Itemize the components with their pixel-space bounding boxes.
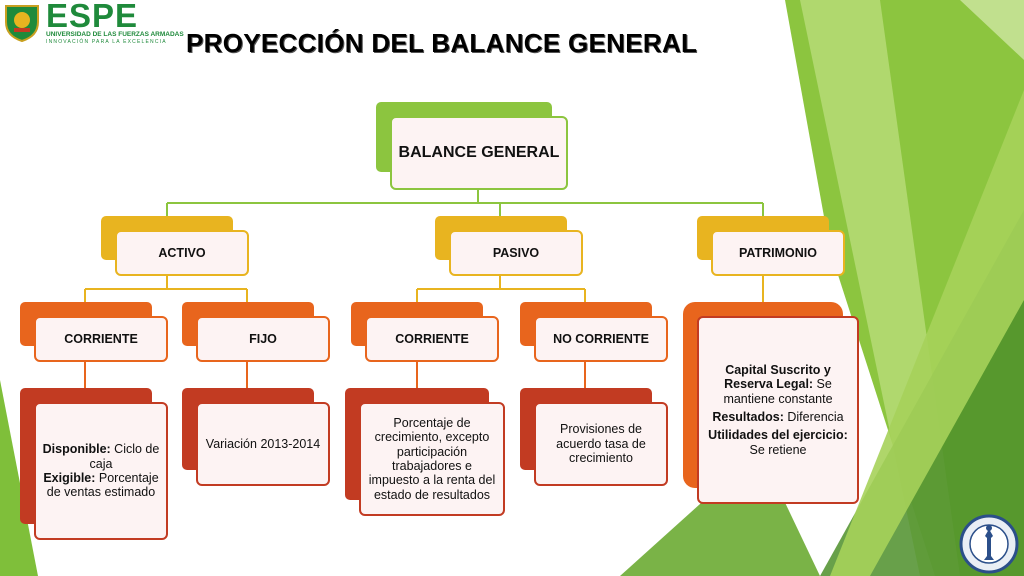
patrimonio-detail: Capital Suscrito y Reserva Legal: Se man…: [697, 316, 859, 504]
exigible-label: Exigible:: [43, 471, 96, 485]
activo-node: ACTIVO: [115, 230, 249, 276]
security-badge-logo: [959, 514, 1019, 574]
balance-general-node: BALANCE GENERAL: [390, 116, 568, 190]
utilidades-text: Se retiene: [749, 442, 807, 457]
activo-fijo-detail: Variación 2013-2014: [196, 402, 330, 486]
patrimonio-detail-text: Capital Suscrito y Reserva Legal: Se man…: [705, 363, 851, 457]
exigible-line: Exigible: Porcentaje de ventas estimado: [40, 471, 162, 500]
espe-logo: ESPE UNIVERSIDAD DE LAS FUERZAS ARMADAS …: [0, 0, 184, 48]
utilidades-label: Utilidades del ejercicio:: [708, 428, 848, 443]
pasivo-corriente-node: CORRIENTE: [365, 316, 499, 362]
pasivo-corriente-detail: Porcentaje de crecimiento, excepto parti…: [359, 402, 505, 516]
logo-tagline: INNOVACIÓN PARA LA EXCELENCIA: [46, 39, 167, 45]
capital-label: Capital Suscrito y Reserva Legal:: [724, 362, 831, 392]
disponible-label: Disponible:: [42, 442, 111, 457]
green-stripe-mid: [830, 90, 1024, 576]
pasivo-no-corriente-node: NO CORRIENTE: [534, 316, 668, 362]
exigible-text: Porcentaje de ventas estimado: [46, 471, 159, 500]
logo-wordmark: ESPE: [46, 0, 139, 34]
activo-fijo-node: FIJO: [196, 316, 330, 362]
resultados-text: Diferencia: [783, 410, 844, 424]
resultados-label: Resultados:: [712, 410, 784, 424]
patrimonio-node: PATRIMONIO: [711, 230, 845, 276]
disponible-text: Ciclo de caja: [89, 442, 160, 471]
resultados-line: Resultados: Diferencia: [705, 410, 851, 424]
activo-corriente-detail-text: Disponible: Ciclo de caja Exigible: Porc…: [40, 442, 162, 500]
green-corner-light: [960, 0, 1024, 60]
activo-corriente-detail: Disponible: Ciclo de caja Exigible: Porc…: [34, 402, 168, 540]
disponible-line: Disponible: Ciclo de caja: [40, 442, 162, 471]
activo-corriente-node: CORRIENTE: [34, 316, 168, 362]
capital-text: Se mantiene constante: [723, 377, 833, 406]
pasivo-no-corriente-detail: Provisiones de acuerdo tasa de crecimien…: [534, 402, 668, 486]
green-stripe-bottom-left: [0, 380, 38, 576]
shield-icon: [5, 5, 39, 42]
page-title: PROYECCIÓN DEL BALANCE GENERAL: [186, 28, 698, 58]
logo-subtitle: UNIVERSIDAD DE LAS FUERZAS ARMADAS: [46, 31, 184, 38]
pasivo-node: PASIVO: [449, 230, 583, 276]
capital-line: Capital Suscrito y Reserva Legal: Se man…: [705, 363, 851, 406]
utilidades-line: Utilidades del ejercicio: Se retiene: [705, 428, 851, 457]
